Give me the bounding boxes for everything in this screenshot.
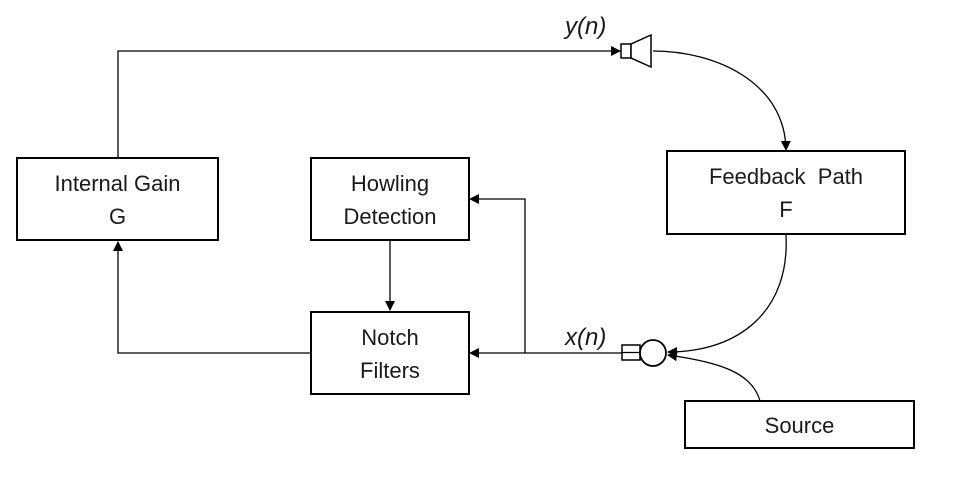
internal-gain-block: Internal Gain G xyxy=(16,157,219,241)
feedback-path-symbol: F xyxy=(779,197,792,222)
howling-detection-label-1: Howling xyxy=(351,171,429,196)
source-block: Source xyxy=(684,400,915,449)
microphone-icon xyxy=(621,339,667,367)
feedback-path-block: Feedback Path F xyxy=(666,150,906,235)
internal-gain-label: Internal Gain xyxy=(55,171,181,196)
notch-filters-block: Notch Filters xyxy=(310,311,470,395)
notch-to-gain-wire xyxy=(113,241,311,354)
source-to-microphone-wire xyxy=(667,351,761,402)
internal-gain-symbol: G xyxy=(109,204,126,229)
howling-detection-label-2: Detection xyxy=(344,204,437,229)
source-label: Source xyxy=(765,413,835,438)
feedback-path-label: Feedback Path xyxy=(709,164,863,189)
speaker-icon xyxy=(620,33,652,69)
input-signal-label: x(n) xyxy=(564,324,606,351)
speaker-to-feedback-wire xyxy=(652,50,791,151)
notch-filters-label-1: Notch xyxy=(361,325,418,350)
howling-detection-block: Howling Detection xyxy=(310,157,470,241)
output-signal-label: y(n) xyxy=(563,13,606,40)
branch-to-howling-wire xyxy=(469,194,526,353)
gain-to-speaker-wire xyxy=(117,46,621,157)
notch-filters-label-2: Filters xyxy=(360,358,420,383)
feedback-to-microphone-wire xyxy=(667,234,787,357)
